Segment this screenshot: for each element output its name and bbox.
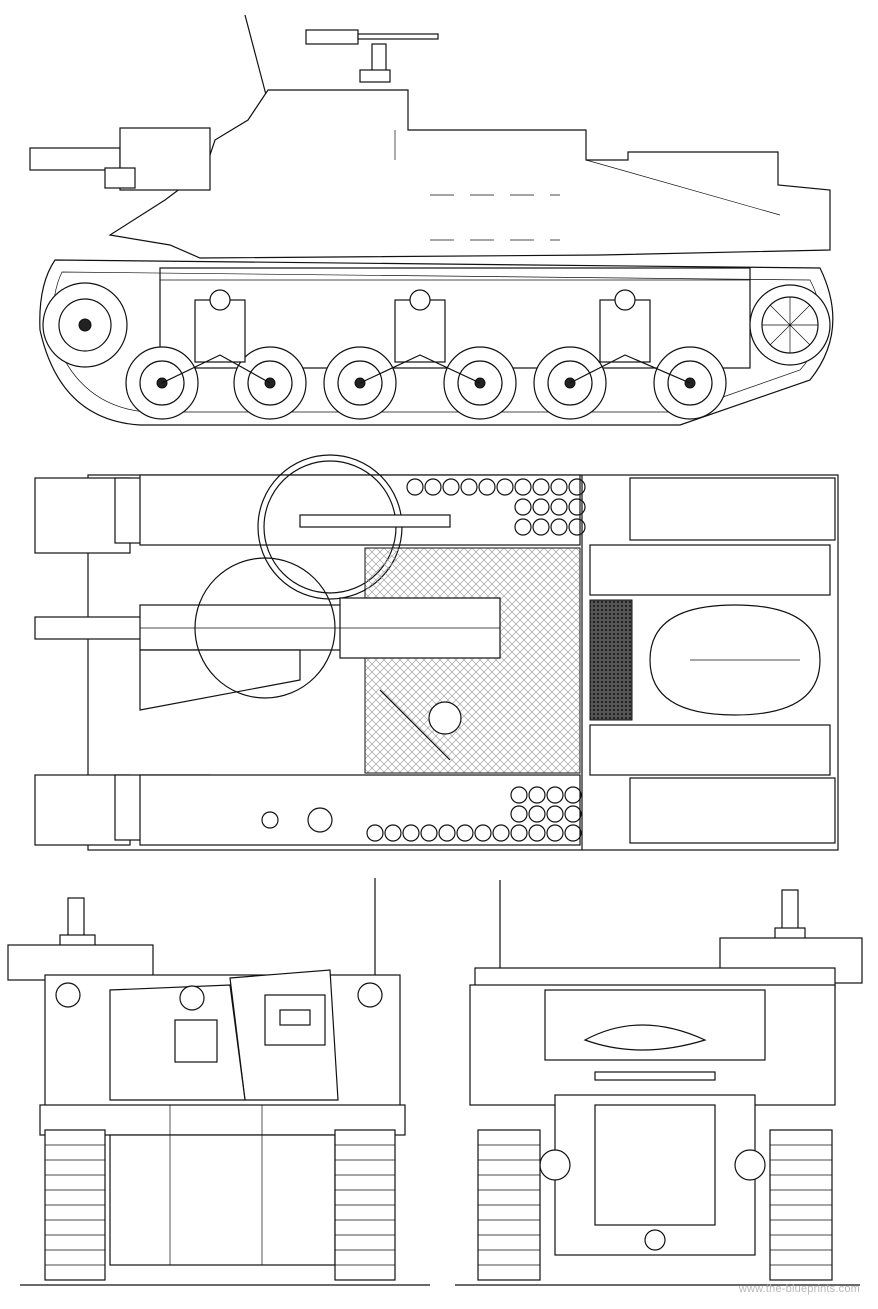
side-view [29, 14, 834, 426]
engine-hatch [649, 604, 821, 716]
engine-grille [589, 599, 633, 721]
superstructure [108, 89, 831, 259]
ammo-rack-bottom [366, 786, 582, 842]
howitzer-top [34, 597, 501, 659]
track [39, 259, 834, 426]
mg-platform [7, 944, 154, 981]
top-view [34, 454, 839, 851]
machine-gun-ring [257, 454, 451, 600]
front-view [7, 878, 430, 1286]
idler-wheel [749, 284, 831, 366]
machine-gun [305, 29, 439, 83]
watermark-text: www.the-blueprints.com [738, 1283, 860, 1295]
ammo-rack-top [406, 478, 586, 536]
drive-sprocket [42, 282, 128, 368]
rear-view [455, 880, 863, 1286]
hull-side [159, 267, 751, 369]
howitzer-barrel [29, 127, 211, 191]
